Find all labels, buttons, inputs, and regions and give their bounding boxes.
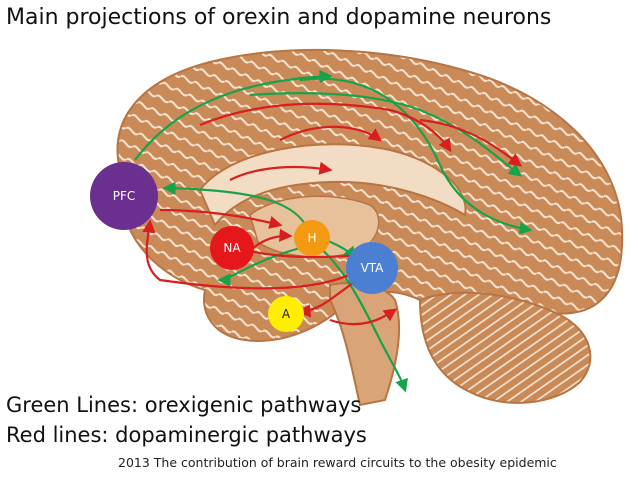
cerebellum-shape bbox=[418, 291, 592, 404]
legend-red: Red lines: dopaminergic pathways bbox=[6, 423, 367, 447]
node-h-label: H bbox=[307, 231, 316, 245]
node-vta-label: VTA bbox=[361, 261, 385, 275]
node-h: H bbox=[294, 220, 330, 256]
brainstem-shape bbox=[329, 282, 401, 407]
inner-brain-region bbox=[198, 143, 467, 227]
node-a: A bbox=[268, 296, 304, 332]
node-vta: VTA bbox=[346, 242, 398, 294]
node-na-label: NA bbox=[223, 241, 241, 255]
red-pathways bbox=[142, 102, 523, 326]
node-a-label: A bbox=[282, 307, 291, 321]
figure-title: Main projections of orexin and dopamine … bbox=[6, 5, 552, 30]
node-na: NA bbox=[210, 226, 254, 270]
citation: 2013 The contribution of brain reward ci… bbox=[118, 455, 557, 470]
legend-green: Green Lines: orexigenic pathways bbox=[6, 393, 362, 417]
cerebrum-shape bbox=[116, 48, 624, 342]
node-pfc-label: PFC bbox=[113, 189, 136, 203]
node-pfc: PFC bbox=[90, 162, 158, 230]
